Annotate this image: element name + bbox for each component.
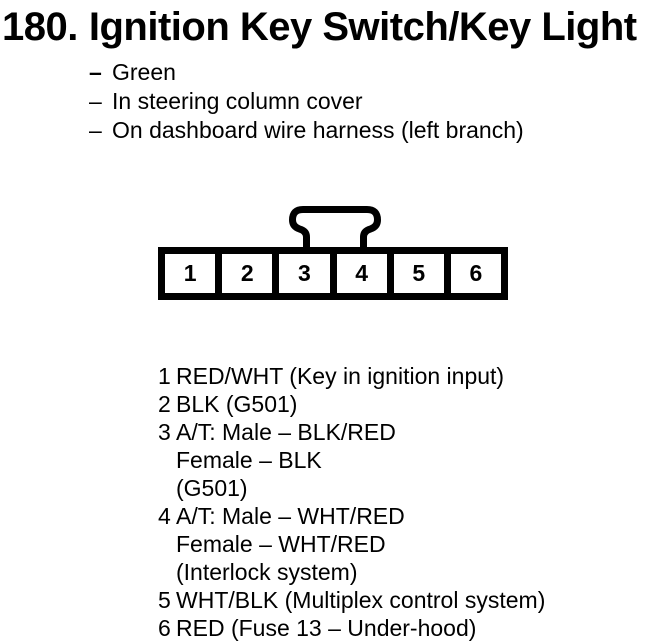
note-item: – Green	[89, 58, 524, 87]
pin-legend-list: 1 RED/WHT (Key in ignition input) 2 BLK …	[158, 362, 545, 642]
connector-diagram: 1 2 3 4 5 6	[158, 206, 508, 300]
pin-description-line: Female – WHT/RED	[176, 531, 386, 557]
pin-description: WHT/BLK (Multiplex control system)	[176, 586, 545, 614]
pin-row-5: 5 WHT/BLK (Multiplex control system)	[158, 586, 545, 614]
section-title: Ignition Key Switch/Key Light	[88, 5, 637, 49]
pin-description-line: RED (Fuse 13 – Under-hood)	[176, 615, 477, 641]
pin-description-line: (Interlock system)	[176, 559, 358, 585]
page-title: 180. Ignition Key Switch/Key Light	[2, 5, 637, 49]
pin-description-line: Female – BLK	[176, 447, 322, 473]
pin-number: 3	[158, 419, 171, 445]
pin-description-line: WHT/BLK (Multiplex control system)	[176, 587, 546, 613]
section-number: 180.	[2, 5, 78, 49]
pin-description-line: A/T: Male – BLK/RED	[176, 419, 396, 445]
connector-latch-tab-icon	[289, 206, 381, 251]
connector-cavity-4: 4	[336, 254, 394, 293]
cavity-number: 3	[298, 260, 311, 286]
pin-description-line: BLK (G501)	[176, 391, 298, 417]
pin-number: 5	[158, 587, 171, 613]
pin-description-line: A/T: Male – WHT/RED	[176, 503, 405, 529]
connector-shell: 1 2 3 4 5 6	[158, 247, 508, 300]
pin-description-line: RED/WHT (Key in ignition input)	[176, 363, 505, 389]
pin-description: A/T: Male – BLK/RED Female – BLK (G501)	[176, 418, 396, 502]
cavity-number: 6	[469, 260, 483, 286]
dash-bullet: –	[89, 88, 102, 114]
pin-description: BLK (G501)	[176, 390, 297, 418]
note-text: On dashboard wire harness (left branch)	[112, 117, 524, 143]
connector-cavity-3: 3	[279, 254, 337, 293]
pin-number: 6	[158, 615, 171, 641]
connector-cavity-2: 2	[222, 254, 280, 293]
note-text: In steering column cover	[112, 88, 363, 114]
connector-notes-list: – Green – In steering column cover – On …	[89, 58, 524, 145]
connector-cavity-6: 6	[450, 254, 502, 293]
pin-row-3: 3 A/T: Male – BLK/RED Female – BLK (G501…	[158, 418, 545, 502]
pin-number: 1	[158, 363, 171, 389]
note-item: – In steering column cover	[89, 87, 524, 116]
cavity-number: 4	[355, 260, 368, 286]
pin-row-6: 6 RED (Fuse 13 – Under-hood)	[158, 614, 545, 642]
pin-description: RED (Fuse 13 – Under-hood)	[176, 614, 476, 642]
cavity-number: 2	[240, 260, 254, 286]
pin-row-1: 1 RED/WHT (Key in ignition input)	[158, 362, 545, 390]
note-item: – On dashboard wire harness (left branch…	[89, 116, 524, 145]
cavity-number: 1	[183, 260, 197, 286]
pin-number: 4	[158, 503, 171, 529]
pin-number: 2	[158, 391, 171, 417]
connector-cavity-1: 1	[165, 254, 223, 293]
pin-description: A/T: Male – WHT/RED Female – WHT/RED (In…	[176, 502, 405, 586]
pin-row-2: 2 BLK (G501)	[158, 390, 545, 418]
dash-bullet: –	[89, 117, 102, 143]
pin-row-4: 4 A/T: Male – WHT/RED Female – WHT/RED (…	[158, 502, 545, 586]
connector-cavity-5: 5	[393, 254, 451, 293]
cavity-number: 5	[412, 260, 426, 286]
dash-bullet: –	[89, 59, 102, 85]
pin-description: RED/WHT (Key in ignition input)	[176, 362, 504, 390]
pin-description-line: (G501)	[176, 475, 248, 501]
note-text: Green	[112, 59, 176, 85]
